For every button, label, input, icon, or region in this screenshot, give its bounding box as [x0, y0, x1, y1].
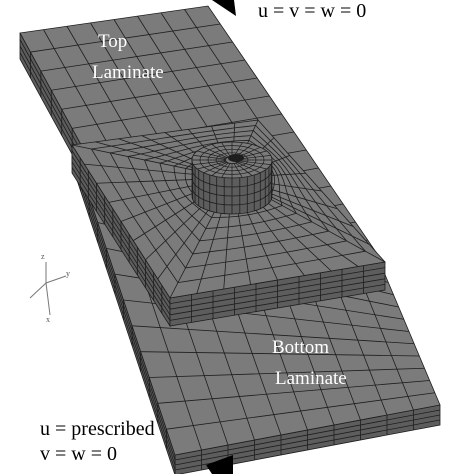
axis-z-label: z	[41, 252, 45, 261]
bottom-laminate-front-side-line-v	[174, 409, 441, 461]
load-boundary-condition-label-line1: u = prescribed	[40, 418, 155, 440]
fastener-head-radial-line	[203, 146, 228, 159]
axis-x-label: x	[46, 315, 50, 324]
overlap-front-side-line-v	[169, 278, 386, 316]
axis-y-label: y	[66, 269, 70, 278]
overlap-left-side-line-v	[71, 155, 171, 310]
bottom-laminate-face-line-v	[132, 325, 415, 345]
top-laminate-face-line-v	[51, 59, 245, 91]
fastener-band-line	[191, 168, 273, 188]
overlap-front-side-line-v	[169, 272, 386, 310]
fastener-head-radial-line	[193, 154, 227, 160]
bottom-laminate-face-line-v	[166, 392, 435, 430]
bottom-laminate-face-line-v	[157, 380, 430, 404]
bottom-laminate-label-line1: Bottom	[272, 337, 330, 358]
fastener-head-radial-line	[237, 161, 267, 170]
bottom-laminate-front-side-line-v	[174, 414, 441, 466]
axis-d-line	[45, 282, 51, 316]
bottom-laminate-left-side-line-v	[71, 149, 176, 461]
overlap-left-side-line-v	[71, 167, 171, 321]
fastener-head-radial-line	[211, 162, 230, 176]
bottom-laminate-face-line-v	[149, 367, 425, 378]
fixed-boundary-condition-label: u = v = w = 0	[258, 0, 367, 22]
fastener-head-radial-line	[236, 161, 261, 174]
boundary-condition-arrows	[206, 0, 236, 474]
fastener-center	[228, 154, 244, 162]
overlap-left-side-line-v	[71, 150, 171, 304]
bottom-laminate-left-side-line-v	[71, 154, 176, 466]
axis-triad	[29, 262, 67, 316]
fastener-head-ring	[207, 148, 257, 172]
fastener-band-line	[191, 186, 273, 206]
fastener-head-radial-line	[193, 160, 227, 166]
bottom-laminate-face-line-v	[140, 351, 420, 357]
load-boundary-arrow	[206, 455, 233, 474]
fastener-head-ring	[199, 145, 265, 175]
load-boundary-condition-label-line2: v = w = 0	[40, 443, 118, 465]
overlap-left-side-line-v	[71, 161, 171, 316]
top-laminate-face-line-v	[30, 23, 221, 53]
fastener-head-radial-line	[234, 162, 253, 176]
axis-x-line	[29, 282, 47, 299]
fastener-head-radial-line	[237, 160, 271, 166]
overlap-ring-line	[109, 130, 348, 269]
fixed-boundary-arrow	[212, 0, 236, 16]
overlap-front-side-line-v	[169, 267, 386, 304]
fastener-band-line	[191, 177, 273, 197]
top-laminate-label-line1: Top	[98, 31, 128, 52]
fastener-head-radial-line	[197, 150, 227, 159]
finite-element-mesh	[19, 5, 441, 474]
bottom-laminate-left-side-line-v	[71, 159, 176, 471]
fastener-head-radial-line	[197, 161, 227, 170]
overlap-ring-line	[144, 139, 313, 242]
overlap-ring-line	[91, 124, 367, 284]
top-laminate-face-line-v	[72, 95, 270, 129]
fastener-head-radial-line	[203, 161, 228, 174]
fastener-head-radial-line	[211, 144, 230, 158]
top-laminate-face-line-v	[40, 41, 233, 72]
top-laminate-label-line2: Laminate	[92, 62, 164, 83]
fastener-head-ring	[215, 152, 249, 168]
axis-y-line	[45, 275, 67, 284]
overlap-front-side-line-v	[169, 284, 386, 321]
overlap-ring-line	[127, 135, 330, 255]
top-laminate-face-line-v	[61, 77, 258, 110]
bottom-laminate-label-line2: Laminate	[275, 368, 347, 389]
